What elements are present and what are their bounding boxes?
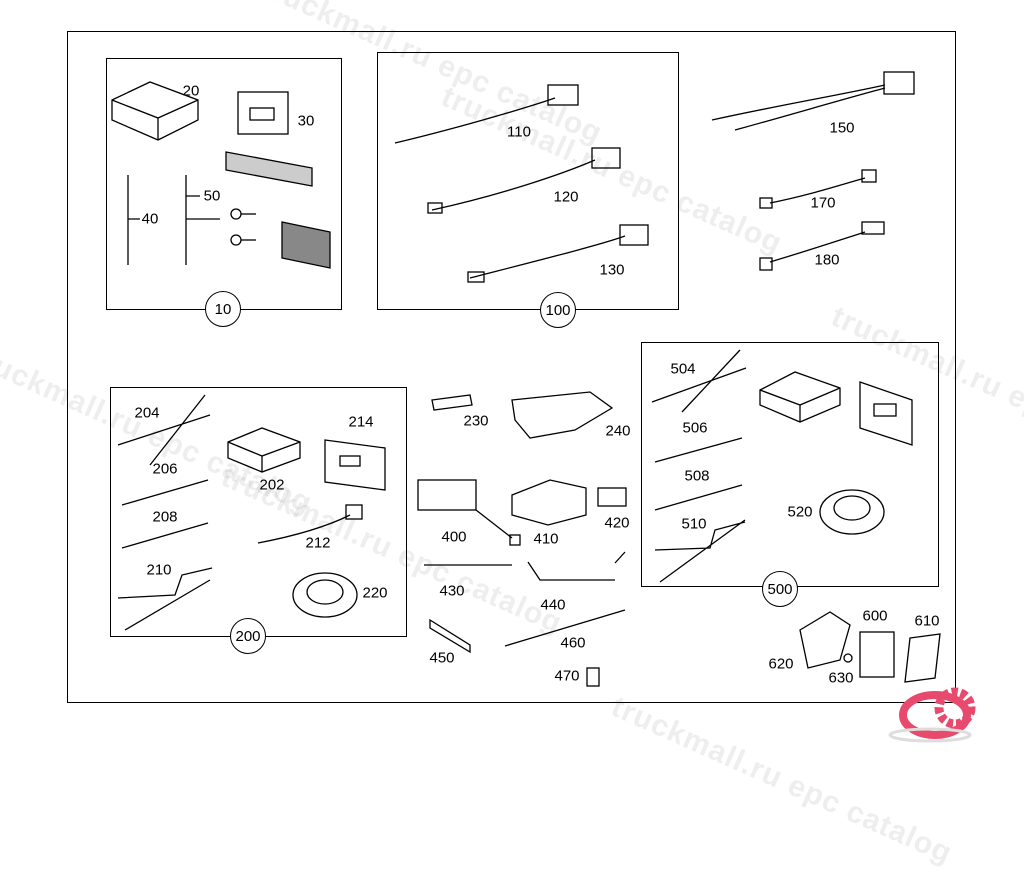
- part-label-620: 620: [768, 655, 794, 673]
- part-strip: [225, 151, 313, 187]
- part-label-230: 230: [463, 412, 489, 430]
- part-label-410: 410: [533, 530, 559, 548]
- part-label-50: 50: [203, 187, 221, 205]
- part-label-600: 600: [862, 607, 888, 625]
- part-label-170: 170: [810, 194, 836, 212]
- part-label-30: 30: [297, 112, 315, 130]
- group-callout-10: 10: [205, 291, 241, 327]
- diagram-frame: [67, 31, 956, 703]
- parts-drawing: [111, 71, 941, 687]
- part-20-control-unit: [111, 81, 199, 141]
- part-label-120: 120: [553, 188, 579, 206]
- part-label-240: 240: [605, 422, 631, 440]
- part-label-400: 400: [441, 528, 467, 546]
- gear-icon: [888, 687, 976, 743]
- part-label-110: 110: [507, 123, 531, 141]
- part-label-440: 440: [540, 596, 566, 614]
- part-label-130: 130: [599, 261, 625, 279]
- part-label-520: 520: [787, 503, 813, 521]
- part-screws: [230, 208, 256, 246]
- group-callout-200: 200: [230, 618, 266, 654]
- part-label-630: 630: [828, 669, 854, 687]
- part-label-450: 450: [429, 649, 455, 667]
- part-label-202: 202: [259, 476, 285, 494]
- group-callout-100: 100: [540, 292, 576, 328]
- part-label-610: 610: [914, 612, 940, 630]
- part-label-508: 508: [684, 467, 710, 485]
- part-label-506: 506: [682, 419, 708, 437]
- part-label-208: 208: [152, 508, 178, 526]
- part-label-20: 20: [182, 82, 200, 100]
- part-label-210: 210: [146, 561, 172, 579]
- part-label-212: 212: [305, 534, 331, 552]
- part-label-420: 420: [604, 514, 630, 532]
- part-30-label: [237, 91, 289, 135]
- part-label-180: 180: [814, 251, 840, 269]
- part-label-220: 220: [362, 584, 388, 602]
- part-label-150: 150: [829, 119, 855, 137]
- part-label-510: 510: [681, 515, 707, 533]
- part-label-204: 204: [134, 404, 160, 422]
- group-callout-500: 500: [762, 571, 798, 607]
- part-label-430: 430: [439, 582, 465, 600]
- part-label-470: 470: [554, 667, 580, 685]
- part-label-504: 504: [670, 360, 696, 378]
- group-box-100: [377, 52, 679, 310]
- part-label-206: 206: [152, 460, 178, 478]
- part-label-460: 460: [560, 634, 586, 652]
- part-label-40: 40: [141, 210, 159, 228]
- truckmall-logo: [860, 660, 1020, 750]
- part-label-214: 214: [348, 413, 374, 431]
